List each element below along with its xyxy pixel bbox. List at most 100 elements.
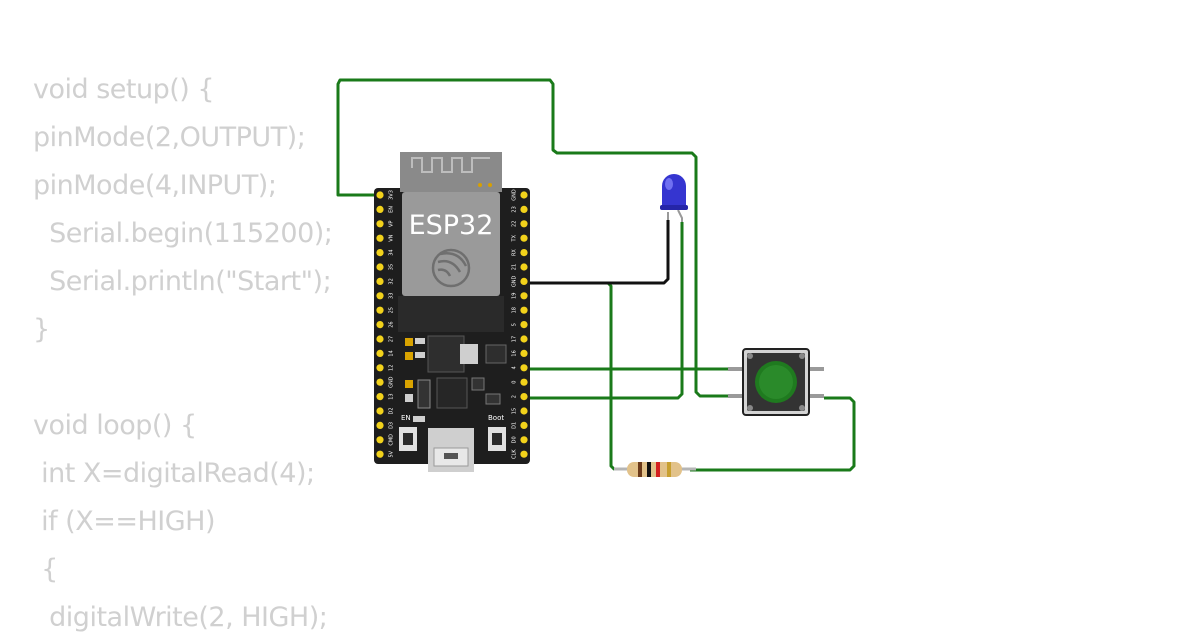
boot-button[interactable] bbox=[488, 427, 506, 451]
wire-pin2-to-led[interactable] bbox=[525, 222, 684, 400]
code-line: digitalWrite(2, HIGH); bbox=[33, 602, 328, 633]
pin-label: 5 bbox=[512, 323, 518, 326]
en-button[interactable] bbox=[399, 427, 417, 451]
en-label: EN bbox=[401, 414, 411, 422]
pin-pad[interactable] bbox=[376, 393, 384, 401]
pin-label: D3 bbox=[389, 422, 395, 429]
pin-pad[interactable] bbox=[520, 263, 528, 271]
led-body bbox=[662, 174, 686, 208]
led-leg-anode bbox=[677, 209, 683, 222]
pin-pad[interactable] bbox=[520, 393, 528, 401]
wire-gnd-to-led[interactable] bbox=[525, 220, 670, 285]
pin-label: 32 bbox=[389, 278, 395, 284]
resistor-body bbox=[627, 462, 682, 477]
band-1 bbox=[638, 462, 642, 477]
code-line: if (X==HIGH) bbox=[33, 506, 215, 537]
pin-label: 34 bbox=[389, 249, 395, 255]
pin-pad[interactable] bbox=[520, 378, 528, 386]
code-line: Serial.println("Start"); bbox=[33, 266, 332, 297]
wifi-module: ESP32 bbox=[398, 152, 504, 332]
pin-pad[interactable] bbox=[376, 436, 384, 444]
pin-label: CMD bbox=[389, 434, 395, 446]
pin-pad[interactable] bbox=[376, 263, 384, 271]
pin-pad[interactable] bbox=[376, 349, 384, 357]
chip-shield bbox=[402, 192, 500, 296]
pin-label: VN bbox=[389, 234, 395, 241]
left-pin-header: 3V3ENVPVN343532332526271412GND13D2D3CMD5… bbox=[376, 190, 395, 458]
wire-button-to-resistor[interactable] bbox=[690, 396, 856, 472]
band-4 bbox=[667, 462, 671, 477]
wire-3v3-to-button[interactable] bbox=[336, 78, 744, 398]
pin-pad[interactable] bbox=[520, 234, 528, 242]
pin-label: 16 bbox=[512, 350, 518, 356]
pin-label: 5V bbox=[389, 450, 395, 457]
pin-pad[interactable] bbox=[376, 249, 384, 257]
pin-pad[interactable] bbox=[376, 277, 384, 285]
pin-pad[interactable] bbox=[376, 364, 384, 372]
pin-pad[interactable] bbox=[520, 364, 528, 372]
code-line: Serial.begin(115200); bbox=[33, 218, 333, 249]
pin-pad[interactable] bbox=[520, 220, 528, 228]
pin-label: GND bbox=[389, 376, 395, 388]
usb-port[interactable] bbox=[428, 428, 474, 472]
pin-label: 21 bbox=[512, 264, 518, 270]
pin-pad[interactable] bbox=[520, 205, 528, 213]
pin-pad[interactable] bbox=[520, 436, 528, 444]
pin-pad[interactable] bbox=[376, 335, 384, 343]
code-line: int X=digitalRead(4); bbox=[33, 458, 315, 489]
pin-label: 22 bbox=[512, 221, 518, 227]
pin-pad[interactable] bbox=[520, 292, 528, 300]
pin-pad[interactable] bbox=[520, 349, 528, 357]
band-3 bbox=[656, 462, 660, 477]
pin-label: 18 bbox=[512, 307, 518, 313]
pin-pad[interactable] bbox=[376, 292, 384, 300]
blue-led[interactable] bbox=[660, 174, 688, 222]
code-line: pinMode(2,OUTPUT); bbox=[33, 122, 306, 153]
pin-pad[interactable] bbox=[520, 191, 528, 199]
pin-label: 33 bbox=[389, 293, 395, 299]
pin-label: 3V3 bbox=[389, 190, 395, 200]
pin-pad[interactable] bbox=[520, 335, 528, 343]
pin-label: GND bbox=[512, 276, 518, 288]
pin-pad[interactable] bbox=[520, 450, 528, 458]
pin-pad[interactable] bbox=[376, 378, 384, 386]
esp32-board[interactable]: ESP32 EN Boot bbox=[374, 152, 530, 472]
pin-pad[interactable] bbox=[520, 306, 528, 314]
pin-label: D1 bbox=[512, 422, 518, 429]
pin-label: 35 bbox=[389, 264, 395, 270]
pin-pad[interactable] bbox=[520, 277, 528, 285]
pin-label: D0 bbox=[512, 436, 518, 443]
pin-pad[interactable] bbox=[520, 249, 528, 257]
band-2 bbox=[647, 462, 651, 477]
pin-label: EN bbox=[389, 206, 395, 213]
pin-label: 4 bbox=[512, 366, 518, 369]
code-line: { bbox=[33, 554, 58, 585]
pushbutton[interactable] bbox=[728, 348, 824, 416]
pin-pad[interactable] bbox=[376, 191, 384, 199]
pin-pad[interactable] bbox=[376, 450, 384, 458]
code-line: pinMode(4,INPUT); bbox=[33, 170, 277, 201]
pin-pad[interactable] bbox=[376, 321, 384, 329]
pin-pad[interactable] bbox=[520, 421, 528, 429]
wire-gnd-to-resistor[interactable] bbox=[525, 281, 628, 471]
pin-label: 12 bbox=[389, 365, 395, 371]
pin-label: CLK bbox=[512, 449, 518, 459]
pin-pad[interactable] bbox=[520, 321, 528, 329]
pin-pad[interactable] bbox=[376, 306, 384, 314]
pin-pad[interactable] bbox=[376, 234, 384, 242]
pin-pad[interactable] bbox=[376, 220, 384, 228]
pin-pad[interactable] bbox=[376, 421, 384, 429]
resistor[interactable] bbox=[614, 462, 696, 477]
pin-label: 0 bbox=[512, 381, 518, 384]
pin-label: 15 bbox=[512, 408, 518, 414]
pin-pad[interactable] bbox=[520, 407, 528, 415]
code-line: void loop() { bbox=[33, 410, 197, 441]
pin-pad[interactable] bbox=[376, 407, 384, 415]
pin-label: VP bbox=[389, 221, 395, 227]
pin-label: 17 bbox=[512, 336, 518, 342]
pin-label: 2 bbox=[512, 395, 518, 398]
pin-pad[interactable] bbox=[376, 205, 384, 213]
code-line: void setup() { bbox=[33, 74, 215, 105]
pin-label: 19 bbox=[512, 293, 518, 299]
